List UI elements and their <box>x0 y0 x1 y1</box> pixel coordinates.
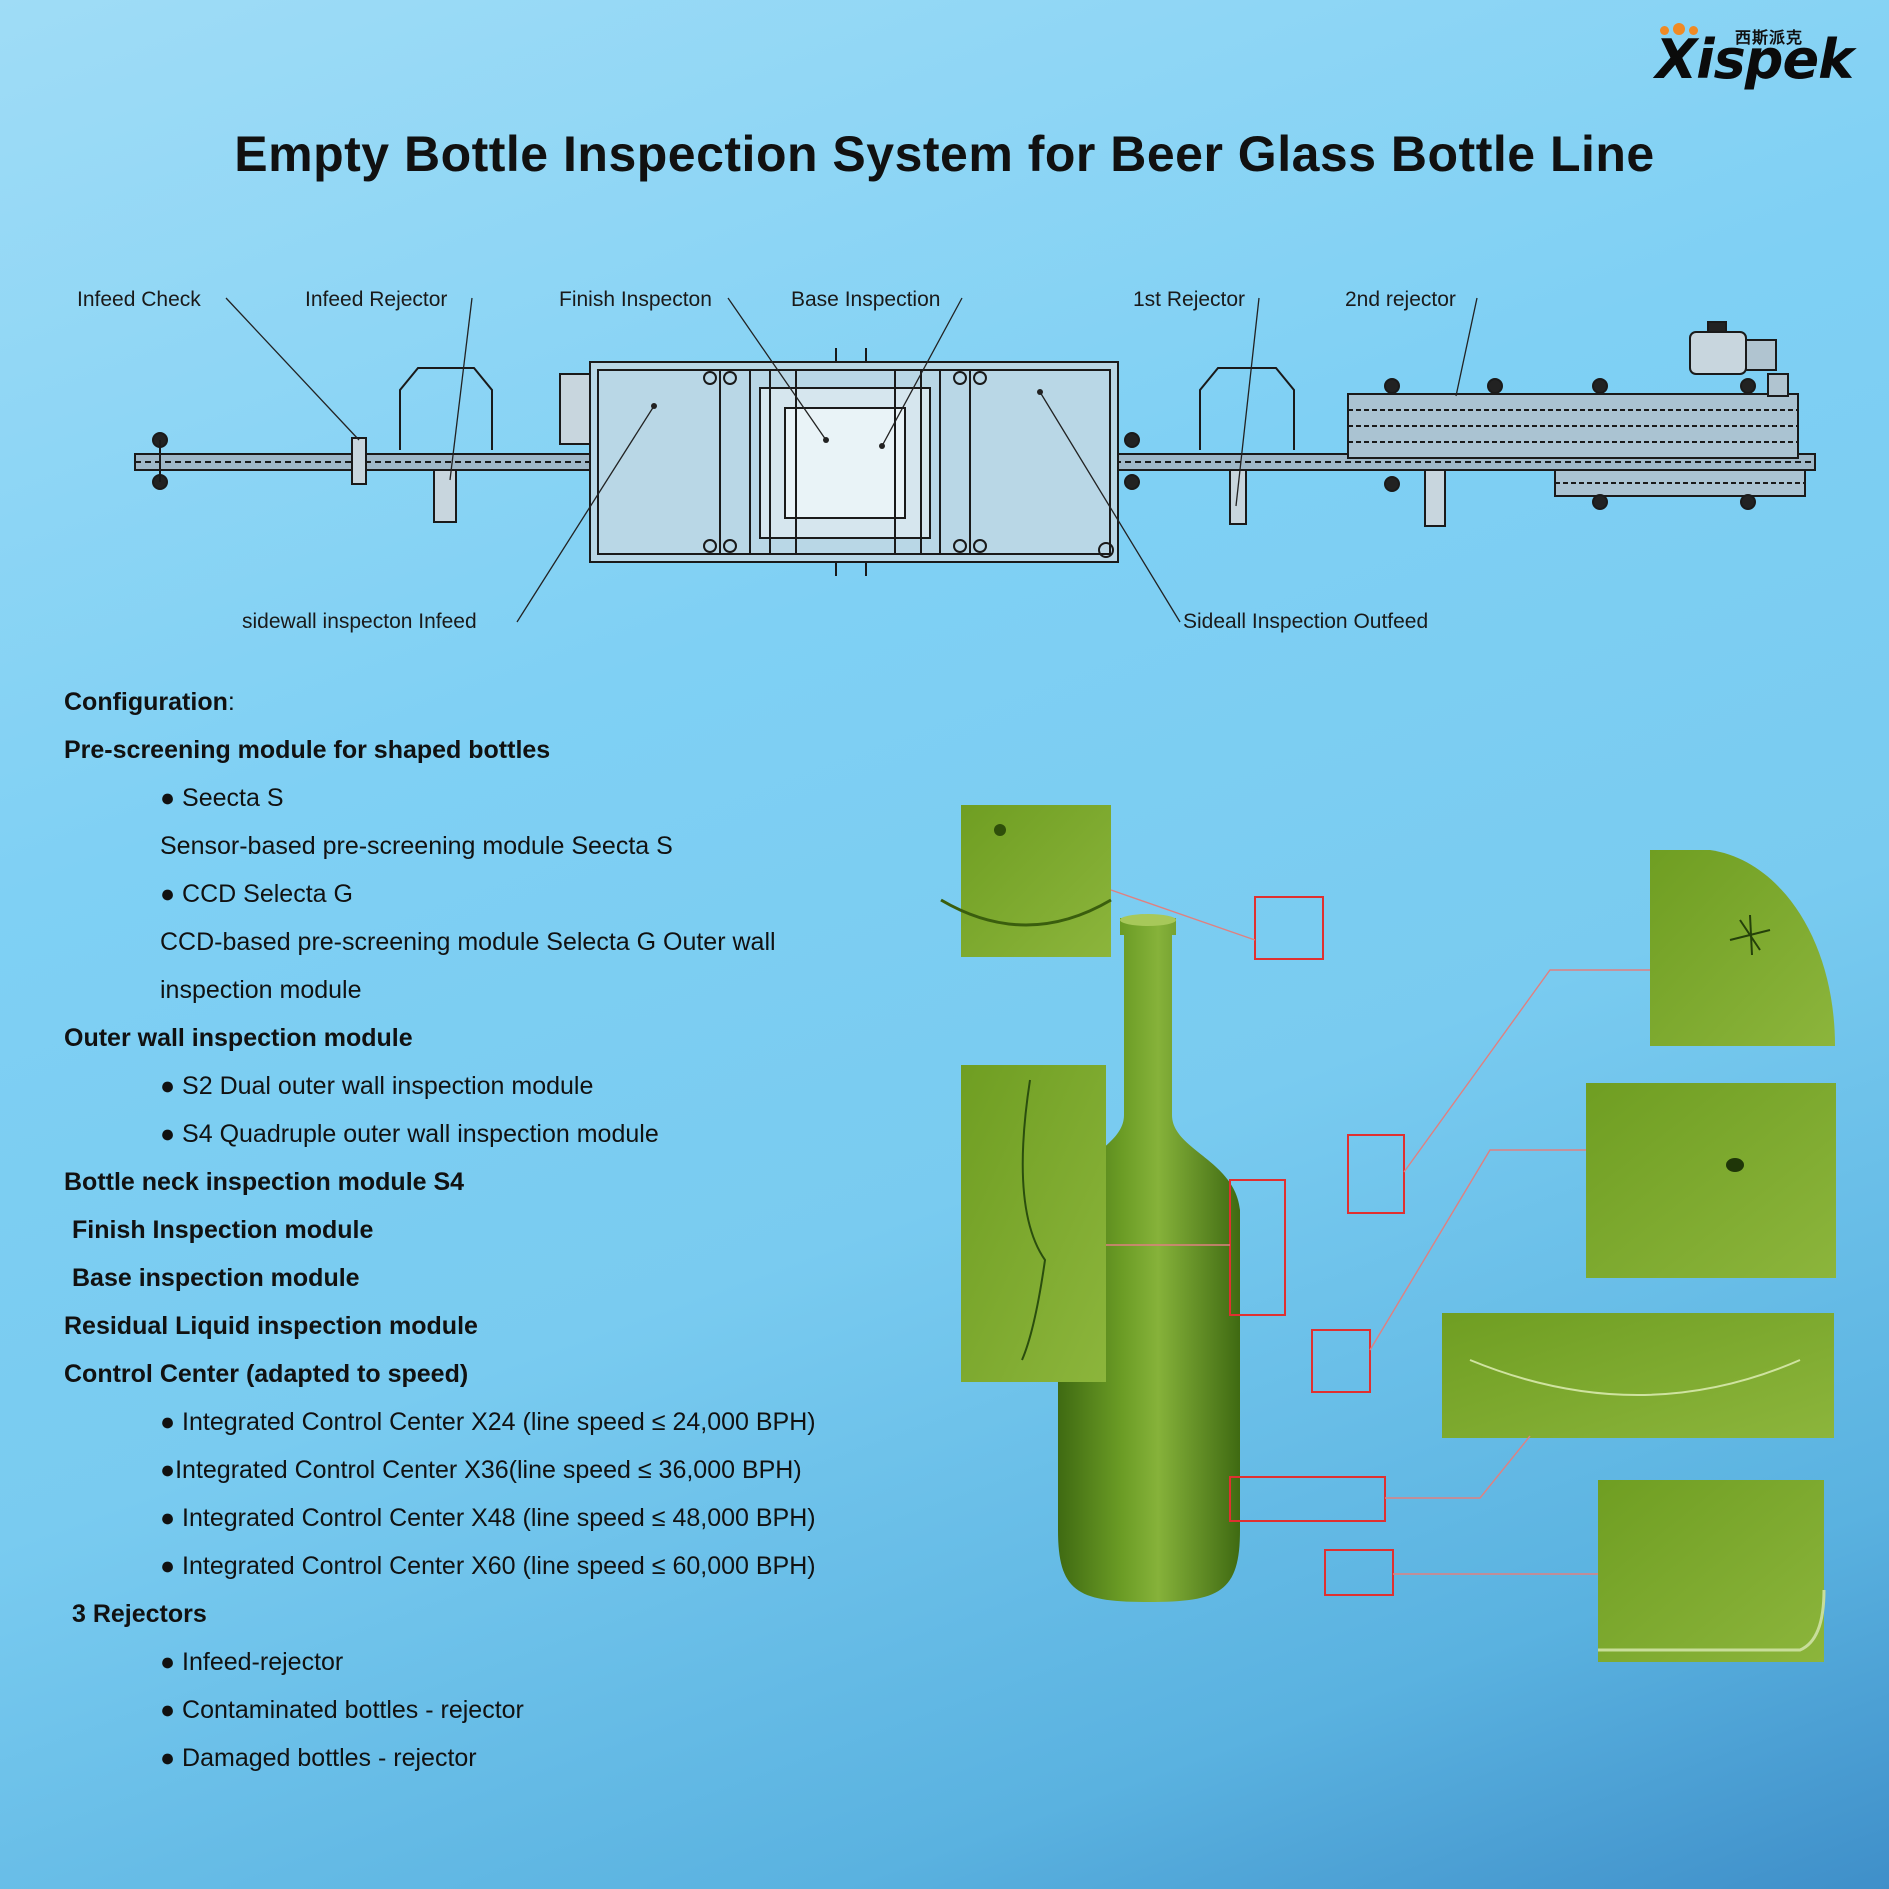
photo-heel-defect <box>1442 1313 1834 1438</box>
first-rejector-housing <box>1199 367 1295 450</box>
label-base-inspection: Base Inspection <box>791 288 941 311</box>
defect-highlight-boxes <box>1229 896 1405 1596</box>
config-lines: Pre-screening module for shaped bottles ●… <box>64 726 816 1782</box>
accumulation-table <box>1347 378 1806 510</box>
config-heading-text: Configuration <box>64 688 228 716</box>
first-rejector-unit <box>1229 469 1247 525</box>
config-line: ● Damaged bottles - rejector <box>160 1744 477 1772</box>
infeed-rejector-housing <box>399 367 493 450</box>
bottle-mouth <box>1120 914 1176 926</box>
config-line: ● Infeed-rejector <box>160 1648 344 1676</box>
label-second-rejector: 2nd rejector <box>1345 288 1456 311</box>
callout-connector-lines <box>1106 889 1650 1575</box>
label-sidewall-outfeed: Sideall Inspection Outfeed <box>1183 610 1429 633</box>
label-sidewall-infeed: sidewall inspecton Infeed <box>242 610 477 633</box>
label-infeed-rejector: Infeed Rejector <box>305 288 448 311</box>
brand-logo: 西斯派克 Xispek <box>1655 18 1854 91</box>
photo-body-contamination <box>1586 1083 1836 1278</box>
logo-cn-text: 西斯派克 <box>1734 30 1803 47</box>
infeed-rejector-unit <box>433 469 457 523</box>
config-line: Control Center (adapted to speed) <box>64 1360 469 1388</box>
config-line: Residual Liquid inspection module <box>64 1312 478 1340</box>
photo-finish-defect <box>961 805 1111 957</box>
photo-shoulder-defect <box>1650 850 1835 1046</box>
config-line: inspection module <box>160 976 362 1004</box>
config-line: ● Seecta S <box>160 784 284 812</box>
machine-layout-diagram <box>134 297 1816 623</box>
photo-sidewall-crack <box>961 1065 1106 1382</box>
config-line: ● CCD Selecta G <box>160 880 353 908</box>
photo-base-defect <box>1598 1480 1824 1662</box>
label-finish-inspection: Finish Inspecton <box>559 288 712 311</box>
config-line: CCD-based pre-screening module Selecta G… <box>160 928 776 956</box>
config-line: Finish Inspection module <box>72 1216 374 1244</box>
second-rejector-unit <box>1424 469 1446 527</box>
config-line: ● Integrated Control Center X60 (line sp… <box>160 1552 816 1580</box>
config-line: Base inspection module <box>72 1264 360 1292</box>
green-bottle <box>1058 918 1240 1602</box>
logo-dots-icon <box>1659 22 1702 40</box>
inspection-machine-frame <box>559 348 1119 576</box>
config-line: Pre-screening module for shaped bottles <box>64 736 551 764</box>
configuration-list: Configuration: Pre-screening module for … <box>64 678 816 1782</box>
config-heading-colon: : <box>227 688 235 716</box>
config-line: ● Integrated Control Center X24 (line sp… <box>160 1408 816 1436</box>
config-line: ●Integrated Control Center X36(line spee… <box>160 1456 802 1484</box>
logo-en-text: Xispek <box>1655 28 1854 91</box>
config-line: Outer wall inspection module <box>64 1024 413 1052</box>
label-first-rejector: 1st Rejector <box>1133 288 1246 311</box>
bottle-defect-photos <box>940 805 1836 1662</box>
config-line: ● Contaminated bottles - rejector <box>160 1696 524 1724</box>
config-line: 3 Rejectors <box>72 1600 207 1628</box>
config-line: ● Integrated Control Center X48 (line sp… <box>160 1504 816 1532</box>
config-heading: Configuration: <box>64 678 816 726</box>
motor-icon <box>1689 321 1789 397</box>
config-line: Bottle neck inspection module S4 <box>64 1168 465 1196</box>
config-line: Sensor-based pre-screening module Seecta… <box>160 832 673 860</box>
config-line: ● S4 Quadruple outer wall inspection mod… <box>160 1120 659 1148</box>
infeed-check-sensor <box>351 437 367 485</box>
page-title: Empty Bottle Inspection System for Beer … <box>234 126 1655 182</box>
config-line: ● S2 Dual outer wall inspection module <box>160 1072 594 1100</box>
label-infeed-check: Infeed Check <box>77 288 201 311</box>
